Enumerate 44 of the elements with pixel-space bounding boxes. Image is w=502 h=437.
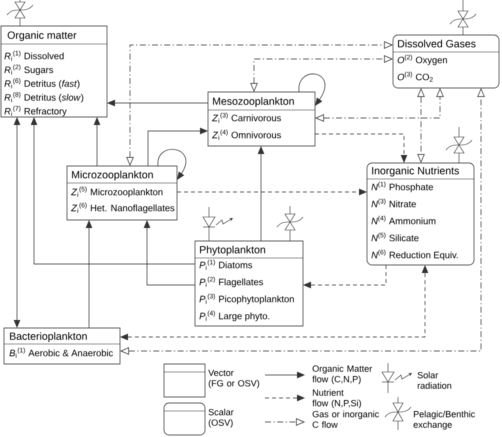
state-variable: N$^{(5)}$ Silicate bbox=[372, 232, 419, 242]
state-variable: R$_{i}$$^{(1)}$ Dissolved bbox=[4, 50, 64, 61]
box-heading: Microzooplankton bbox=[72, 170, 153, 180]
legend-label: Nutrient flow (N,P,Si) bbox=[312, 389, 361, 408]
state-variable: N$^{(6)}$ Reduction Equiv. bbox=[372, 250, 458, 260]
state-variable: N$^{(4)}$ Ammonium bbox=[372, 216, 436, 224]
state-variable: Z$_{i}$$^{(3)}$ Carnivorous bbox=[212, 112, 281, 123]
state-variable: R$_{i}$$^{(7)}$ Refractory bbox=[4, 106, 67, 116]
state-variable: Z$_{i}$$^{(5)}$ Microzooplankton bbox=[71, 186, 162, 198]
legend-label: Gas or inorganic C flow bbox=[312, 410, 379, 428]
loop-arrow bbox=[158, 149, 186, 180]
legend-label: Solar radiation bbox=[418, 372, 452, 389]
state-variable: P$_{i}$$^{(2)}$ Flagellates bbox=[199, 276, 264, 288]
compartment-box bbox=[0, 26, 108, 118]
state-variable: Z$_{i}$$^{(4)}$ Omnivorous bbox=[212, 130, 281, 140]
state-variable: P$_{i}$$^{(4)}$ Large phyto. bbox=[199, 310, 270, 322]
state-variable: O$^{(2)}$ Oxygen bbox=[398, 54, 447, 66]
box-heading: Bacterioplankton bbox=[10, 332, 87, 342]
rounded-box bbox=[392, 34, 500, 88]
state-variable: O$^{(3)}$ CO$_{2}$ bbox=[398, 72, 433, 82]
state-variable: R$_{i}$$^{(2)}$ Sugars bbox=[4, 64, 54, 75]
compartment-box bbox=[4, 328, 120, 364]
state-variable: N$^{(3)}$ Nitrate bbox=[372, 198, 416, 208]
state-variable: R$_{i}$$^{(8)}$ Detritus (slow) bbox=[4, 92, 84, 103]
state-variable: P$_{i}$$^{(3)}$ Picophytoplankton bbox=[199, 294, 294, 304]
box-heading: Mesozooplankton bbox=[213, 97, 294, 107]
rounded-box bbox=[366, 162, 474, 266]
legend-label: Pelagic/Benthic exchange bbox=[414, 410, 475, 430]
state-variable: R$_{i}$$^{(6)}$ Detritus (fast) bbox=[4, 78, 80, 89]
box-heading: Dissolved Gases bbox=[398, 40, 476, 48]
state-variable: P$_{i}$$^{(1)}$ Diatoms bbox=[199, 260, 252, 270]
box-heading: Inorganic Nutrients bbox=[372, 166, 459, 176]
legend-label: Vector (FG or OSV) bbox=[208, 370, 260, 388]
compartment-box bbox=[194, 240, 304, 326]
compartment-box bbox=[208, 92, 316, 146]
box-heading: Phytoplankton bbox=[200, 246, 266, 256]
legend-label: Scalar (OSV) bbox=[208, 408, 234, 428]
state-variable: B$_{i}$$^{(1)}$ Aerobic & Anaerobic bbox=[9, 348, 113, 358]
state-variable: N$^{(1)}$ Phosphate bbox=[372, 182, 433, 192]
compartment-box bbox=[66, 166, 178, 220]
box-heading: Organic matter bbox=[8, 31, 76, 41]
legend-label: Organic Matter flow (C,N,P) bbox=[312, 365, 372, 384]
loop-arrow bbox=[298, 74, 326, 106]
state-variable: Z$_{i}$$^{(6)}$ Het. Nanoflagellates bbox=[71, 202, 174, 214]
